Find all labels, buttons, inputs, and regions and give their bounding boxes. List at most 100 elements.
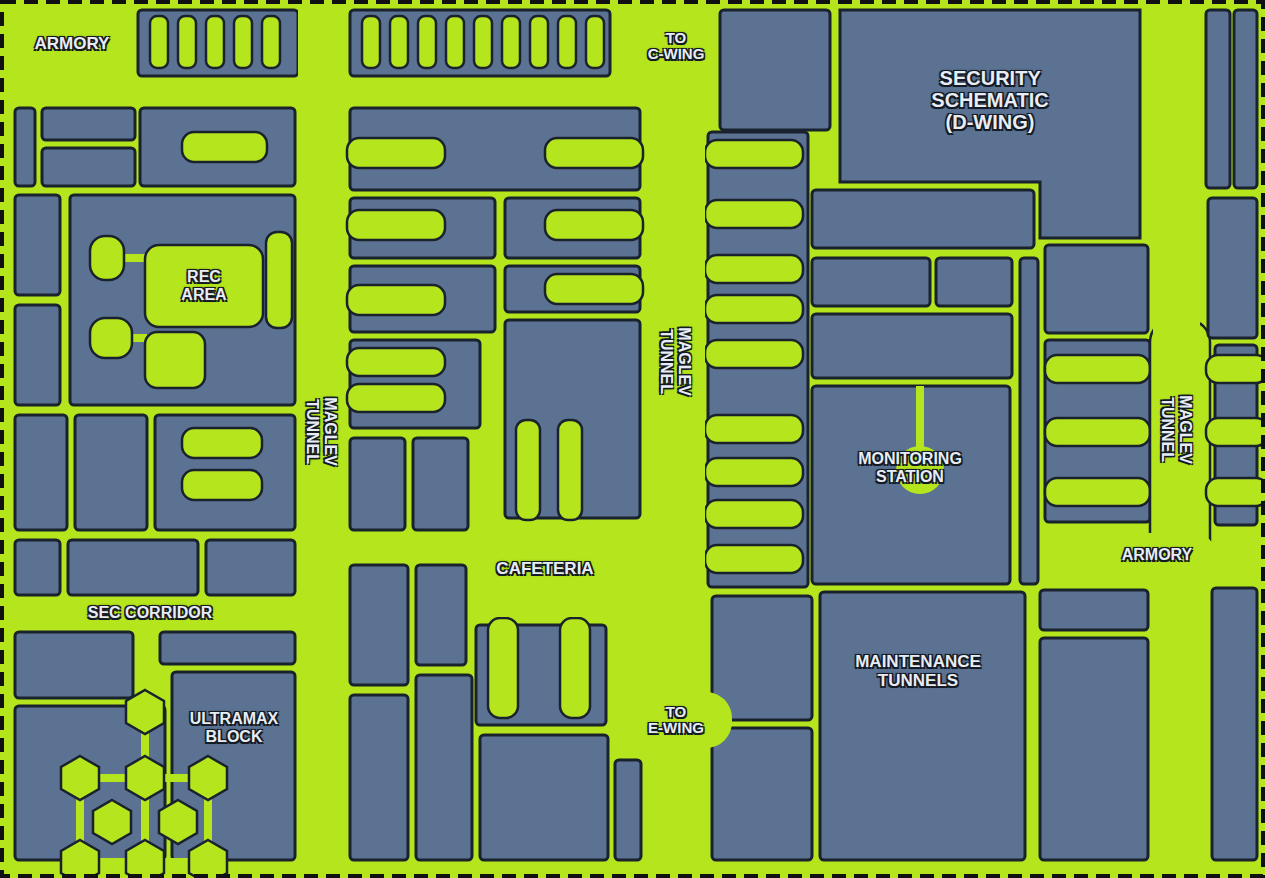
text-word: MONITORING [858,450,962,467]
text-word: BLOCK [206,728,263,745]
room [812,314,1012,378]
tunnel-label: MAGLEV TUNNEL [657,328,692,396]
room [1234,10,1257,188]
room [615,760,641,860]
cell [705,295,803,323]
room [416,675,472,860]
cell [705,340,803,368]
room [1040,590,1148,630]
cell [586,16,604,68]
room [1045,245,1148,333]
area-label: REC AREA [181,268,226,303]
area-label: MONITORING STATION [858,450,962,485]
room [812,190,1034,248]
area-label: TO C-WING [648,30,705,63]
room [350,565,408,685]
hex-cell [189,756,227,800]
rec-space [266,232,292,328]
cell [1206,355,1265,383]
cell [347,138,445,168]
rec-space [90,318,132,358]
room-label: ARMORY [1122,546,1193,564]
label-anchor: REC AREA [181,268,226,304]
passage [916,386,924,450]
hex-cell [189,840,227,878]
cell [206,16,224,68]
text-word: TUNNEL [1160,398,1177,463]
room [15,108,35,186]
cell [1045,355,1150,383]
cell-block [138,10,298,76]
cell [560,618,590,718]
text-word: TO [666,29,687,46]
cell [558,16,576,68]
text-word: MAGLEV [322,398,339,466]
label-anchor: SECURITY SCHEMATIC (D-WING) [931,67,1048,133]
area-label: SEC CORRIDOR [88,604,212,622]
room [160,632,295,664]
cell [390,16,408,68]
cell [516,420,540,520]
hex-cell [126,756,164,800]
rec-room [70,195,295,405]
room [15,415,67,530]
hex-cell [126,840,164,878]
room [15,305,60,405]
hex-cell [159,800,197,844]
text-word: TO [666,703,687,720]
room [712,596,812,720]
armory-room: ARMORY [1098,533,1216,577]
cell [545,274,643,304]
label-anchor: ARMORY [35,35,110,54]
maglev-tunnel: MAGLEV TUNNEL [298,8,345,870]
cell [705,255,803,283]
room [140,108,295,186]
room [812,258,930,306]
hex-cell [61,756,99,800]
area-label: SECURITY SCHEMATIC (D-WING) [931,67,1048,133]
cell [347,348,445,376]
cell [234,16,252,68]
label-anchor: ULTRAMAX BLOCK [190,710,279,746]
room [75,415,147,530]
text-word: STATION [876,468,944,485]
rec-space [90,236,124,280]
rec-space [145,245,263,327]
cell [1045,418,1150,446]
rec-space [145,332,205,388]
room [416,565,466,665]
cell [182,428,262,458]
room [155,415,295,530]
text-word: ULTRAMAX [190,710,279,727]
cell [705,200,803,228]
text-word: (D-WING) [946,111,1035,133]
text-word: TUNNEL [305,400,322,465]
text-word: C-WING [648,45,705,62]
cell [182,470,262,500]
hex-cell [126,690,164,734]
room-label: CAFETERIA [496,560,593,579]
room [1020,258,1038,584]
room [936,258,1012,306]
wing-exit: TO E-WING [620,692,732,748]
text-word: REC [187,268,221,285]
cell [558,420,582,520]
monitoring-room [812,386,1010,584]
room [480,735,608,860]
cell [446,16,464,68]
tunnel-label: MAGLEV TUNNEL [1159,396,1194,464]
text-word: SECURITY [940,67,1041,89]
tunnel-label: MAGLEV TUNNEL [304,398,339,466]
room [1040,638,1148,860]
cell [182,132,267,162]
cell [1206,478,1265,506]
cell [178,16,196,68]
cell [150,16,168,68]
cell [474,16,492,68]
room [15,195,60,295]
